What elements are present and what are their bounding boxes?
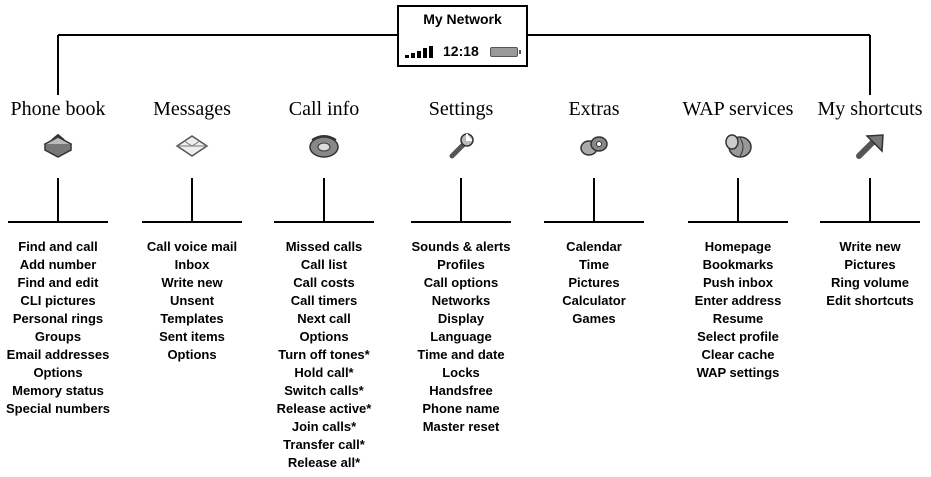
menu-item: Next call bbox=[297, 311, 351, 326]
menu-item: Turn off tones* bbox=[278, 347, 370, 362]
menu-item: Resume bbox=[712, 311, 764, 326]
menu-item: Release all* bbox=[287, 455, 361, 470]
wrench-icon bbox=[449, 133, 474, 159]
menu-title-phone-book: Phone book bbox=[10, 98, 106, 120]
menu-item: Display bbox=[437, 311, 485, 326]
menu-item: Find and edit bbox=[17, 275, 99, 290]
menu-item: Handsfree bbox=[429, 383, 493, 398]
menu-title-messages: Messages bbox=[153, 98, 231, 120]
menu-item: Write new bbox=[839, 239, 901, 254]
phone-book-icon bbox=[43, 133, 73, 158]
menu-item: Select profile bbox=[697, 329, 779, 344]
menu-item: Find and call bbox=[18, 239, 98, 254]
menu-item: Enter address bbox=[694, 293, 782, 308]
menu-item: Call options bbox=[423, 275, 499, 290]
menu-item: Sounds & alerts bbox=[411, 239, 511, 254]
menu-title-extras: Extras bbox=[568, 98, 620, 120]
menu-item: Memory status bbox=[12, 383, 104, 398]
menu-item: WAP settings bbox=[696, 365, 780, 380]
menu-title-wap-services: WAP services bbox=[682, 98, 794, 120]
menu-item: Hold call* bbox=[294, 365, 354, 380]
menu-item: Bookmarks bbox=[702, 257, 774, 272]
menu-item: Call list bbox=[300, 257, 348, 272]
menu-item: Call costs bbox=[293, 275, 355, 290]
menu-item: Pictures bbox=[568, 275, 620, 290]
menu-item: Switch calls* bbox=[284, 383, 364, 398]
battery-icon bbox=[490, 47, 521, 57]
menu-title-my-shortcuts: My shortcuts bbox=[817, 98, 923, 120]
menu-item: Missed calls bbox=[285, 239, 363, 254]
menu-item: Calculator bbox=[562, 293, 626, 308]
menu-item: Templates bbox=[160, 311, 224, 326]
menu-item: Profiles bbox=[437, 257, 485, 272]
menu-item: Homepage bbox=[704, 239, 772, 254]
menu-item: Master reset bbox=[422, 419, 500, 434]
menu-item: Options bbox=[33, 365, 83, 380]
extras-icon bbox=[580, 136, 608, 156]
menu-item: Locks bbox=[442, 365, 480, 380]
menu-item: Options bbox=[299, 329, 349, 344]
menu-item: Write new bbox=[161, 275, 223, 290]
menu-item: Clear cache bbox=[701, 347, 775, 362]
menu-item: Join calls* bbox=[291, 419, 357, 434]
menu-item: Time bbox=[578, 257, 610, 272]
wap-globe-icon bbox=[725, 134, 752, 158]
menu-item: Call timers bbox=[290, 293, 358, 308]
menu-item: Call voice mail bbox=[146, 239, 238, 254]
menu-item: Ring volume bbox=[830, 275, 909, 290]
menu-item: Add number bbox=[19, 257, 97, 272]
phone-screen: My Network 12:18 bbox=[397, 5, 528, 67]
menu-item: Language bbox=[430, 329, 492, 344]
menu-item: Games bbox=[572, 311, 616, 326]
clock: 12:18 bbox=[443, 43, 479, 59]
menu-item: Release active* bbox=[276, 401, 372, 416]
menu-item: Email addresses bbox=[6, 347, 110, 362]
menu-item: CLI pictures bbox=[20, 293, 96, 308]
menu-item: Groups bbox=[34, 329, 82, 344]
menu-item: Sent items bbox=[159, 329, 225, 344]
menu-item: Networks bbox=[431, 293, 491, 308]
signal-strength-icon bbox=[405, 46, 433, 58]
call-info-icon bbox=[309, 135, 339, 158]
menu-item: Inbox bbox=[174, 257, 210, 272]
status-bar: 12:18 bbox=[405, 43, 521, 61]
menu-item: Phone name bbox=[422, 401, 500, 416]
menu-item: Time and date bbox=[417, 347, 505, 362]
menu-item: Transfer call* bbox=[283, 437, 365, 452]
menu-title-call-info: Call info bbox=[288, 98, 360, 120]
network-name: My Network bbox=[423, 11, 502, 27]
arrow-icon bbox=[856, 134, 884, 159]
menu-item: Personal rings bbox=[12, 311, 104, 326]
menu-item: Push inbox bbox=[702, 275, 774, 290]
menu-item: Edit shortcuts bbox=[826, 293, 914, 308]
menu-item: Calendar bbox=[566, 239, 622, 254]
menu-item: Options bbox=[167, 347, 217, 362]
menu-item: Unsent bbox=[169, 293, 215, 308]
menu-item: Special numbers bbox=[5, 401, 111, 416]
menu-item: Pictures bbox=[844, 257, 896, 272]
menu-title-settings: Settings bbox=[428, 98, 494, 120]
envelope-icon bbox=[175, 135, 209, 157]
